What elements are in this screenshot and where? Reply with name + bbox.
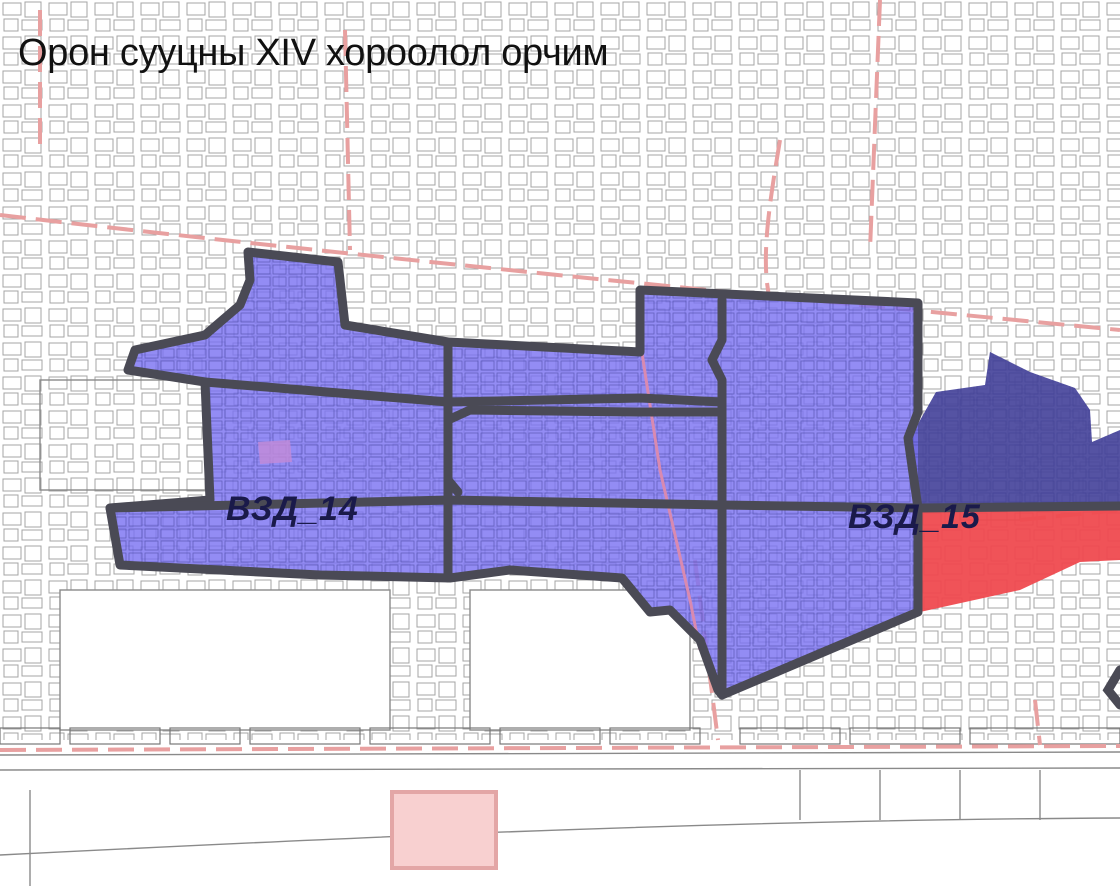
pink-parcel (390, 790, 498, 870)
road-side-parcels (0, 727, 1120, 745)
zone-dark-texture (910, 352, 1120, 510)
zone-boundaries (105, 247, 1120, 700)
zone-label-15: ВЗД_15 (848, 498, 981, 536)
parcel-highlight (258, 440, 292, 464)
inner-road-pink (638, 339, 702, 651)
map-title: Орон сууцны XIV хороолол орчим (18, 32, 609, 74)
zone-red-highlight (912, 508, 1120, 612)
base-map-lines (0, 379, 1120, 886)
zone-dark-outline (1102, 665, 1120, 710)
zone-label-14: ВЗД_14 (226, 490, 359, 528)
